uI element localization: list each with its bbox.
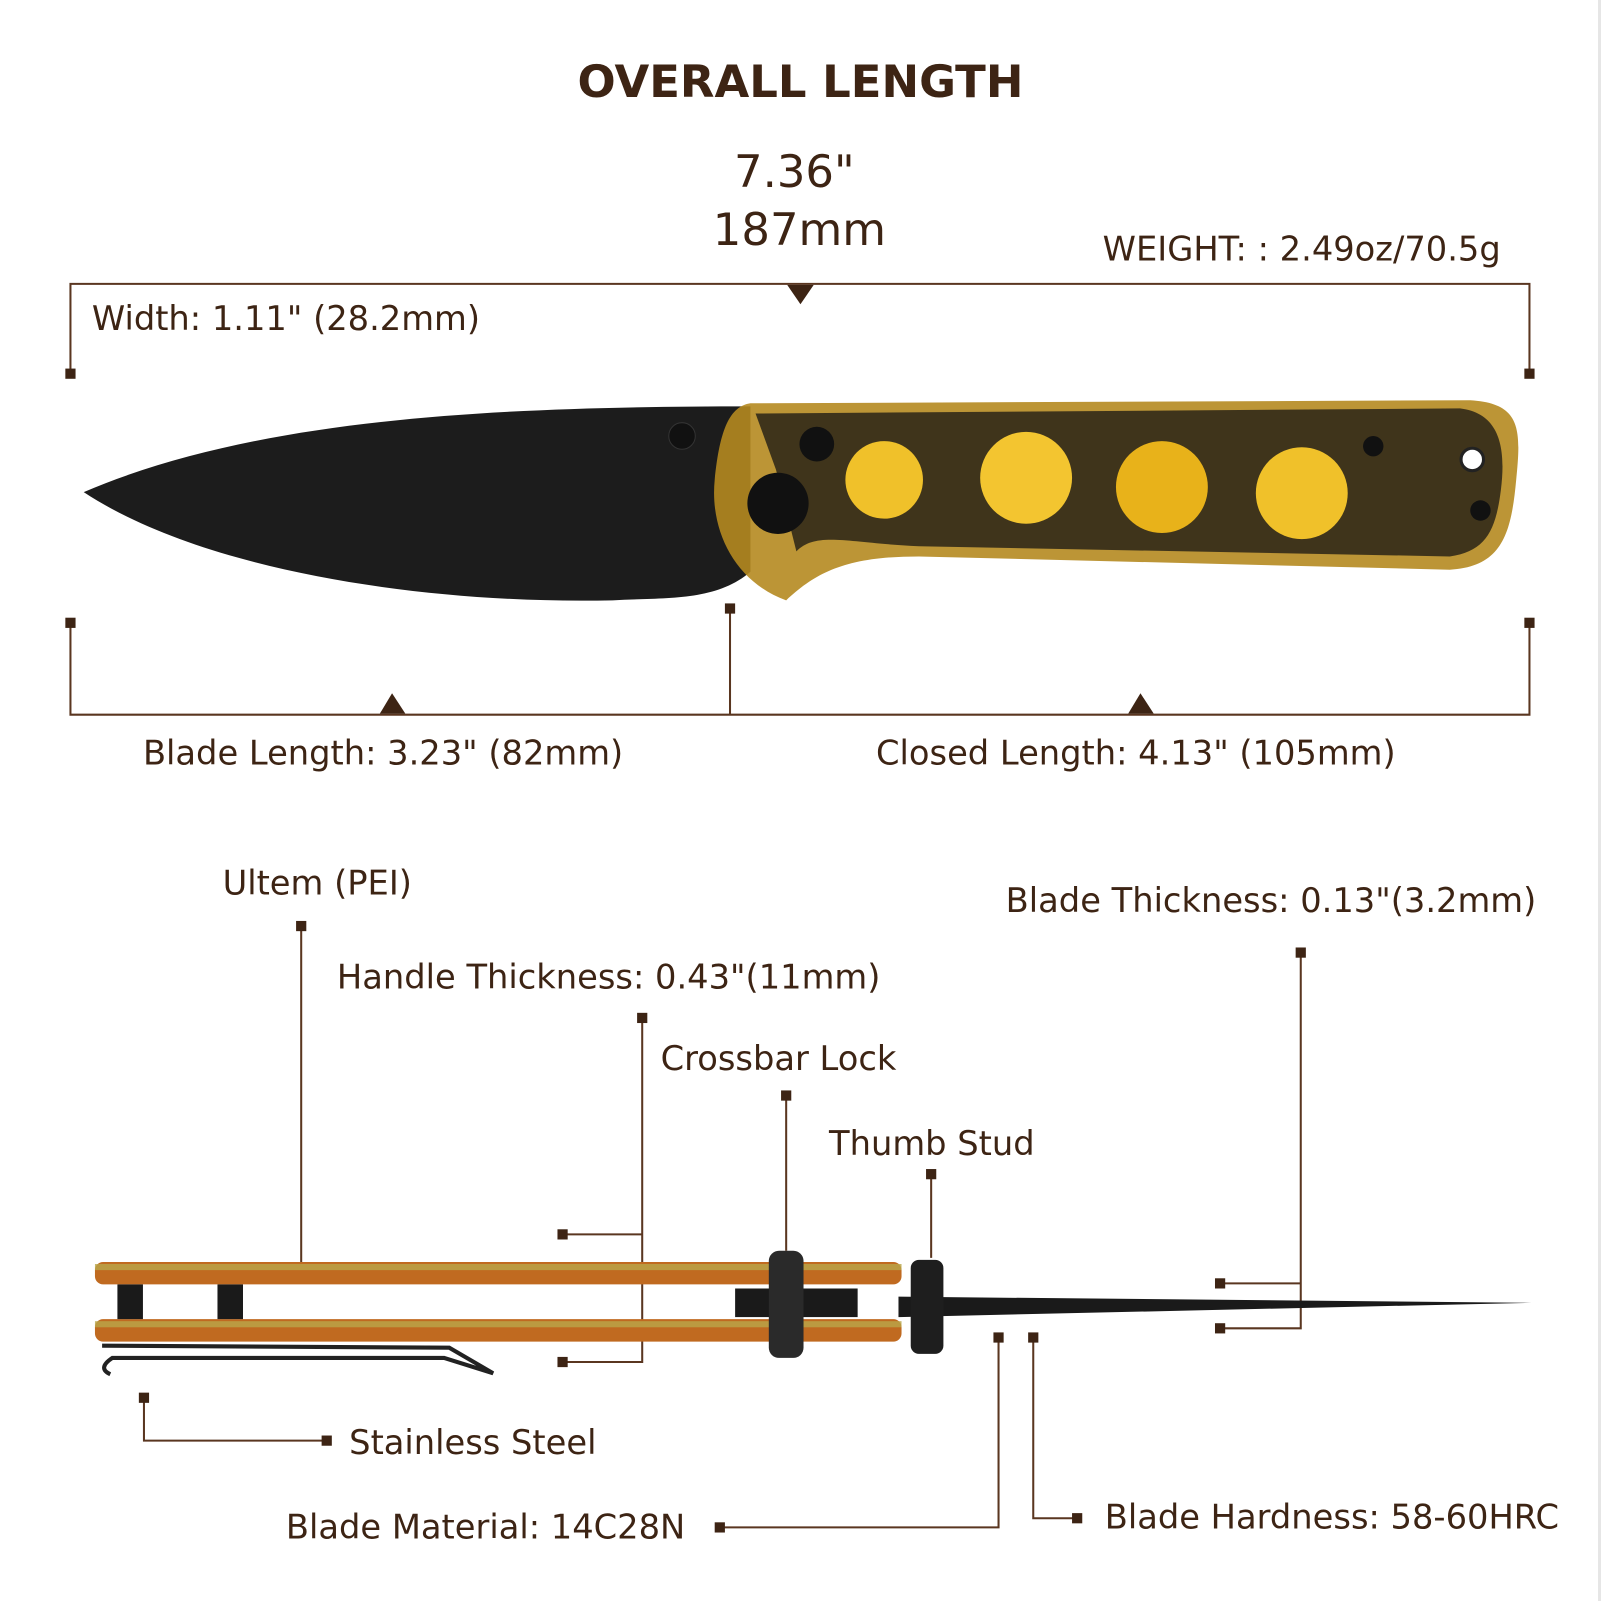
right-border (1598, 0, 1601, 1601)
overall-length-inches: 7.36" (733, 146, 855, 199)
handle-material-label: Ultem (PEI) (222, 862, 412, 903)
handle-thickness-label: Handle Thickness: 0.43"(11mm) (336, 956, 881, 997)
thumb-stud-label: Thumb Stud (829, 1123, 1035, 1163)
blade-thickness-label: Blade Thickness: 0.13"(3.2mm) (1005, 880, 1537, 920)
blade-material-label: Blade Material: 14C28N (285, 1506, 686, 1547)
blade-hardness-label: Blade Hardness: 58-60HRC (1104, 1496, 1560, 1537)
knife-spine-view (94, 1250, 1532, 1377)
blade-length-label: Blade Length: 3.23" (82mm) (142, 733, 624, 773)
closed-length-label: Closed Length: 4.13" (105mm) (876, 733, 1396, 773)
lock-label: Crossbar Lock (660, 1038, 897, 1079)
marker-squares (65, 284, 1535, 1533)
weight-label: WEIGHT: : 2.49oz/70.5g (1102, 228, 1501, 269)
width-label: Width: 1.11" (28.2mm) (91, 298, 481, 338)
clip-material-label: Stainless Steel (349, 1422, 597, 1463)
page-title: OVERALL LENGTH (577, 56, 1024, 109)
overall-length-mm: 187mm (712, 204, 887, 257)
knife-side-view (83, 400, 1519, 601)
